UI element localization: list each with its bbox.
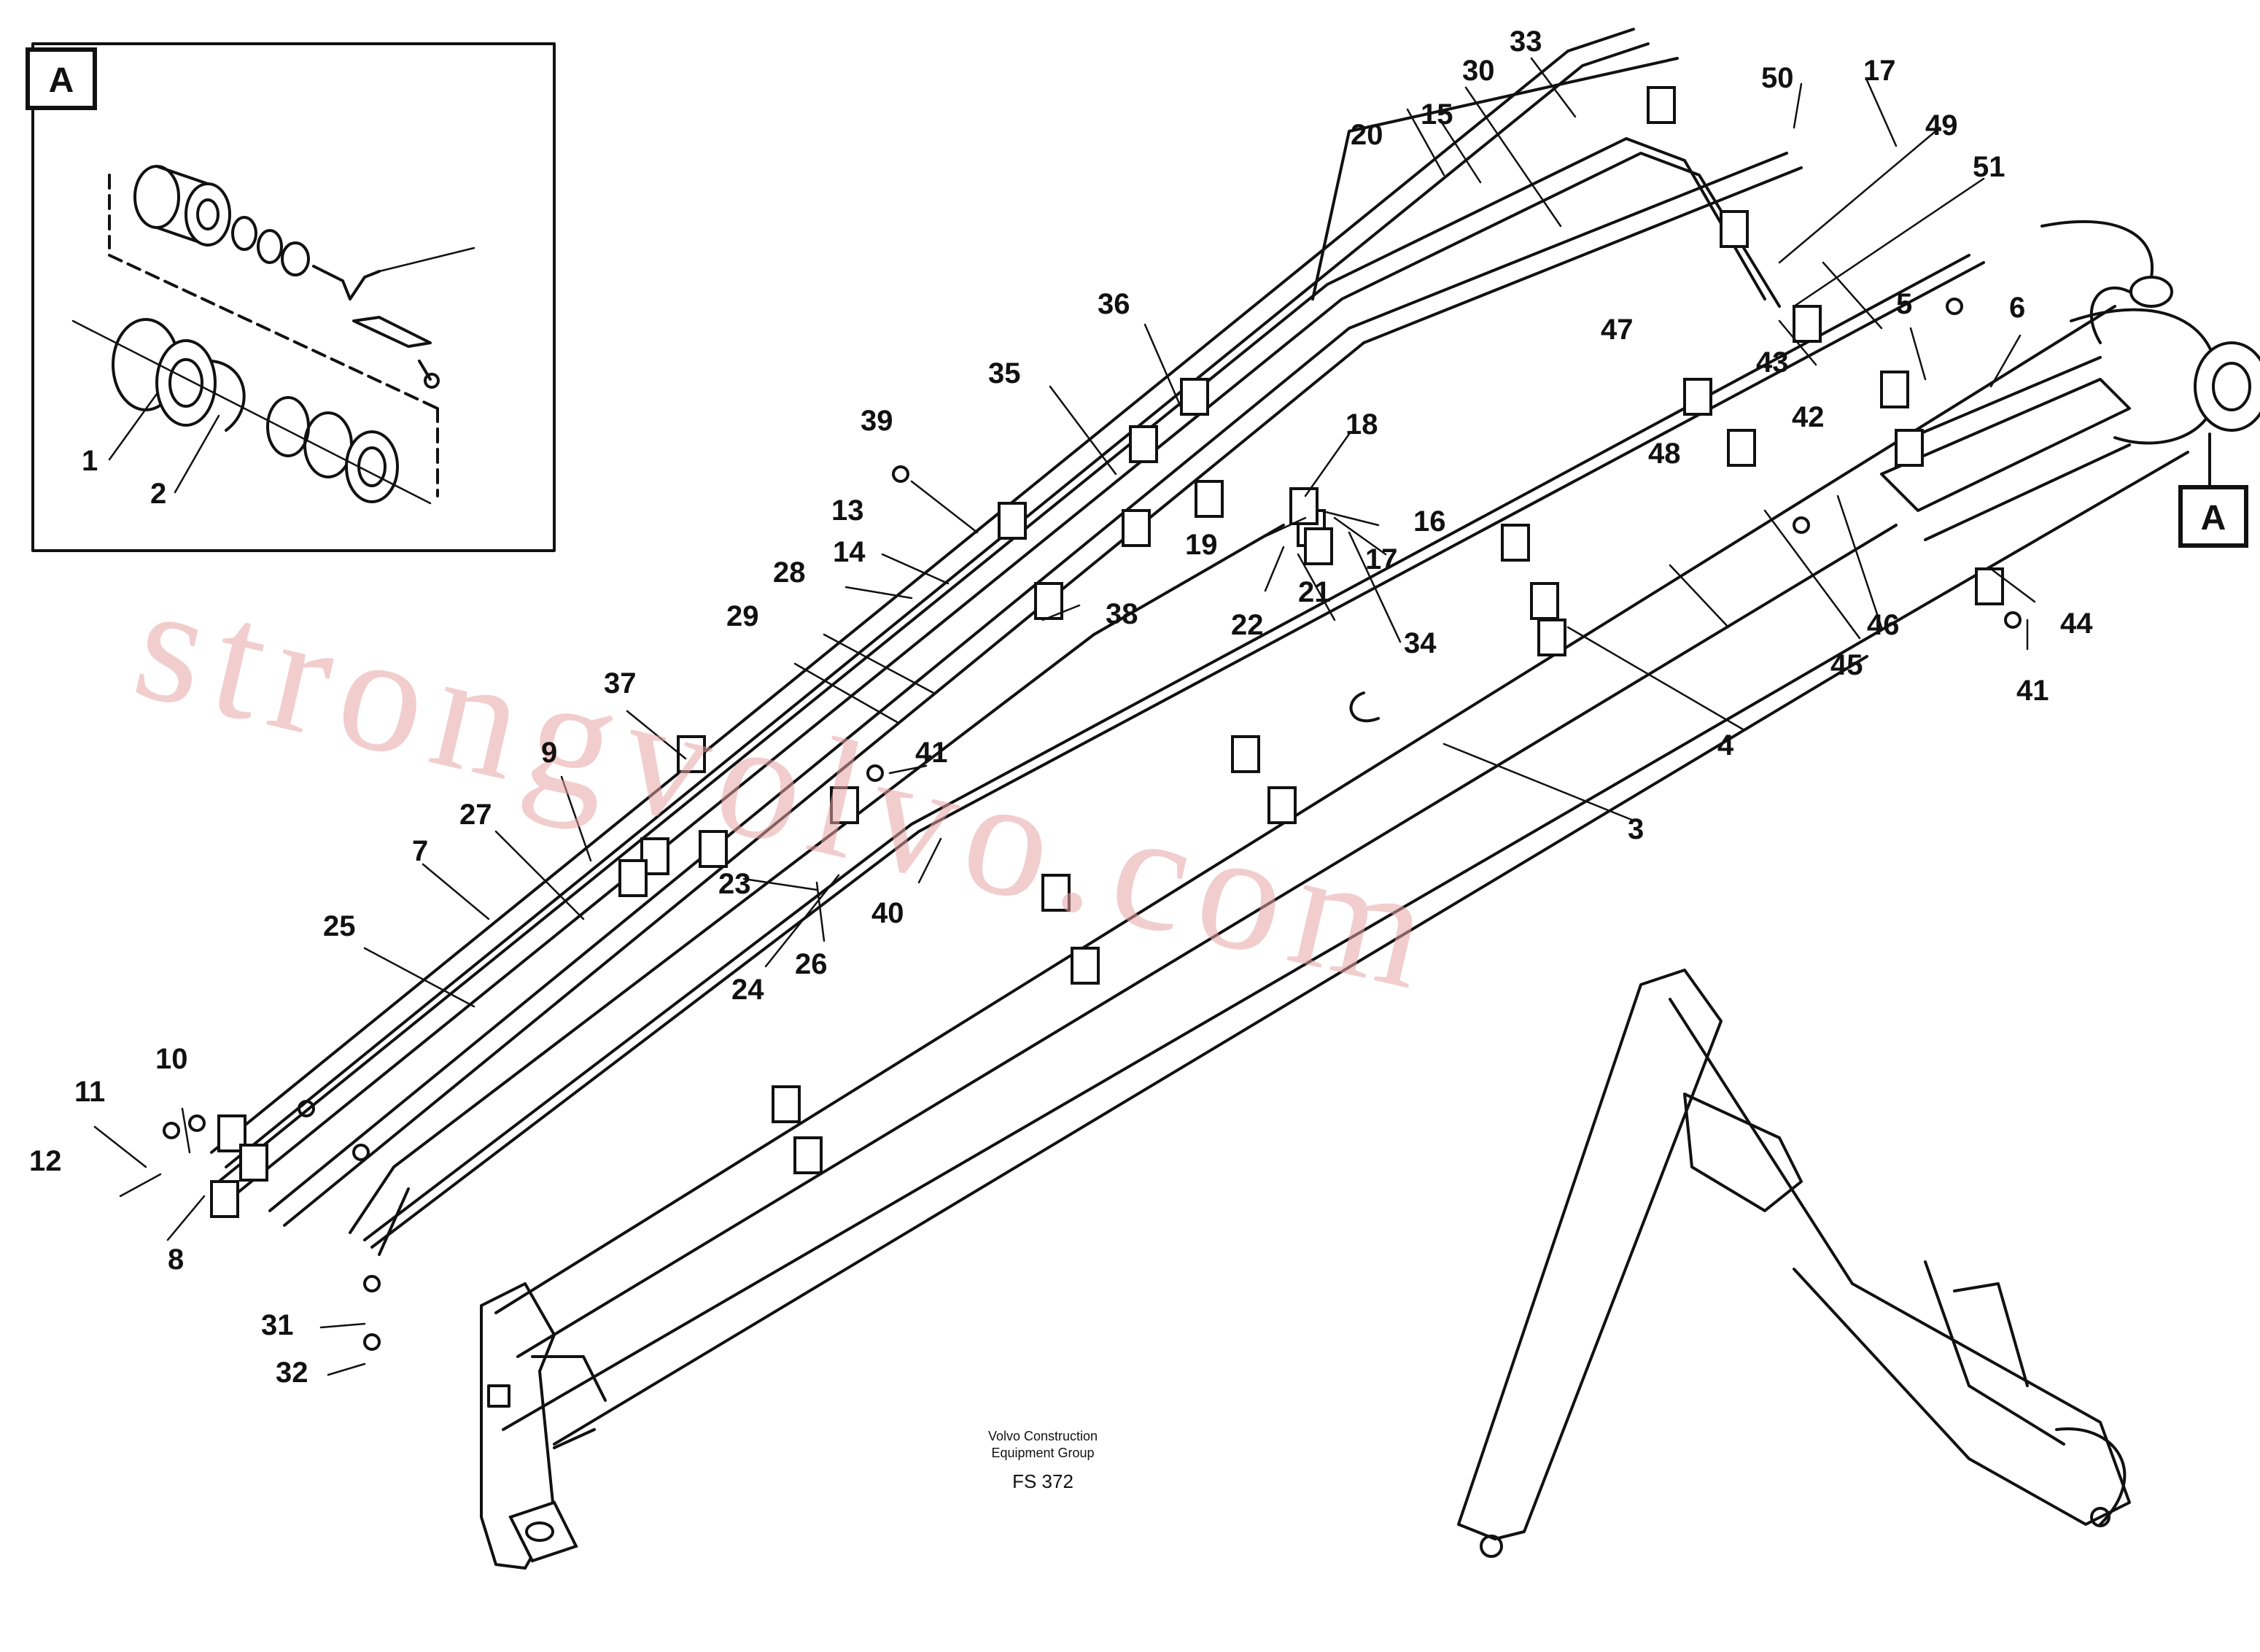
- callout-6: 6: [2009, 292, 2025, 324]
- callout-27: 27: [459, 799, 492, 831]
- detail-marker-label: A: [2201, 499, 2226, 538]
- callout-32: 32: [276, 1357, 308, 1389]
- callout-10: 10: [155, 1043, 188, 1075]
- callout-35: 35: [988, 357, 1021, 389]
- callout-22: 22: [1231, 609, 1264, 641]
- tube-return: [349, 524, 1285, 1256]
- inset-label-box: [26, 47, 97, 110]
- callout-41b: 41: [2016, 675, 2049, 707]
- callout-40: 40: [871, 897, 904, 929]
- callout-33: 33: [1510, 26, 1542, 58]
- main-boom: [480, 220, 2260, 1570]
- callout-11: 11: [74, 1076, 105, 1108]
- tube-pilot: [363, 254, 1970, 1241]
- clamps: [210, 86, 2004, 1218]
- callout-30: 30: [1462, 55, 1495, 87]
- callout-49: 49: [1925, 109, 1958, 141]
- leader-lines: [93, 57, 2036, 1376]
- callout-47: 47: [1601, 314, 1634, 346]
- callout-24: 24: [731, 974, 764, 1006]
- callout-28: 28: [773, 557, 806, 589]
- callout-4: 4: [1717, 729, 1734, 761]
- callout-3: 3: [1628, 813, 1644, 845]
- callout-23: 23: [718, 868, 751, 900]
- callout-7: 7: [412, 835, 428, 867]
- callout-42: 42: [1792, 401, 1825, 433]
- callout-17b: 17: [1365, 543, 1398, 575]
- fasteners: [163, 298, 2022, 1351]
- detail-marker-a: A: [2178, 433, 2248, 548]
- callout-14: 14: [833, 536, 866, 568]
- inset-guide-lines: [108, 174, 439, 497]
- cylinder-end: [133, 165, 231, 247]
- machine-thumbnail: [1457, 969, 2131, 1558]
- figure-code: FS 372: [1012, 1470, 1073, 1492]
- tube-bend: [1311, 57, 1679, 300]
- credit-line-2: Equipment Group: [991, 1446, 1094, 1460]
- callout-31: 31: [261, 1309, 294, 1341]
- inset-detail-a: A: [26, 42, 556, 552]
- callout-39: 39: [861, 405, 893, 437]
- callout-38: 38: [1106, 598, 1138, 630]
- callout-41a: 41: [915, 737, 948, 769]
- callout-1: 1: [82, 445, 98, 477]
- hydraulic-lines: [163, 28, 2022, 1351]
- callout-48: 48: [1648, 438, 1681, 470]
- credit-block: Volvo Construction Equipment Group FS 37…: [988, 1429, 1098, 1492]
- boom-foot-bushing: [2194, 341, 2260, 432]
- credit-line-1: Volvo Construction: [988, 1429, 1098, 1443]
- callout-19: 19: [1185, 529, 1218, 561]
- leader-1: [108, 392, 158, 461]
- callout-45: 45: [1830, 649, 1863, 681]
- tube-upper-2: [225, 42, 1650, 1168]
- inset-label: A: [49, 61, 74, 100]
- callout-9: 9: [541, 737, 557, 769]
- callout-46: 46: [1867, 609, 1900, 641]
- tube-lower-2: [283, 166, 1803, 1227]
- callout-37: 37: [604, 667, 637, 699]
- callout-15: 15: [1421, 98, 1453, 131]
- callout-25: 25: [323, 910, 356, 942]
- callout-17a: 17: [1863, 55, 1896, 87]
- callout-16: 16: [1413, 505, 1446, 538]
- callout-26: 26: [795, 948, 828, 980]
- tube-upper-1: [210, 28, 1635, 1154]
- inset-frame: [31, 42, 556, 552]
- callout-13: 13: [831, 495, 864, 527]
- callout-8: 8: [168, 1244, 184, 1276]
- callout-44: 44: [2060, 608, 2093, 640]
- bushing-and-rings: [71, 318, 432, 505]
- callout-43: 43: [1756, 346, 1789, 379]
- clip: [1349, 691, 1380, 723]
- callout-50: 50: [1761, 62, 1794, 94]
- callout-12: 12: [29, 1145, 62, 1177]
- callout-labels: 1 2 3 4 5 6 7 8 9 10 11 12 13 14 15 16 1…: [29, 26, 2093, 1389]
- callout-5: 5: [1896, 288, 1912, 320]
- callout-36: 36: [1098, 288, 1130, 320]
- callout-21: 21: [1298, 576, 1331, 608]
- leader-2: [174, 414, 220, 494]
- callout-29: 29: [726, 600, 759, 632]
- callout-51: 51: [1973, 151, 2005, 183]
- callout-34: 34: [1404, 627, 1437, 659]
- callout-2: 2: [150, 478, 166, 510]
- fitting-parts: [231, 216, 475, 389]
- tube-lower-1: [268, 152, 1788, 1212]
- callout-20: 20: [1351, 119, 1383, 151]
- cylinder-body: [1880, 378, 2131, 512]
- callout-18: 18: [1345, 408, 1378, 441]
- tube-mid-1: [217, 137, 1766, 1183]
